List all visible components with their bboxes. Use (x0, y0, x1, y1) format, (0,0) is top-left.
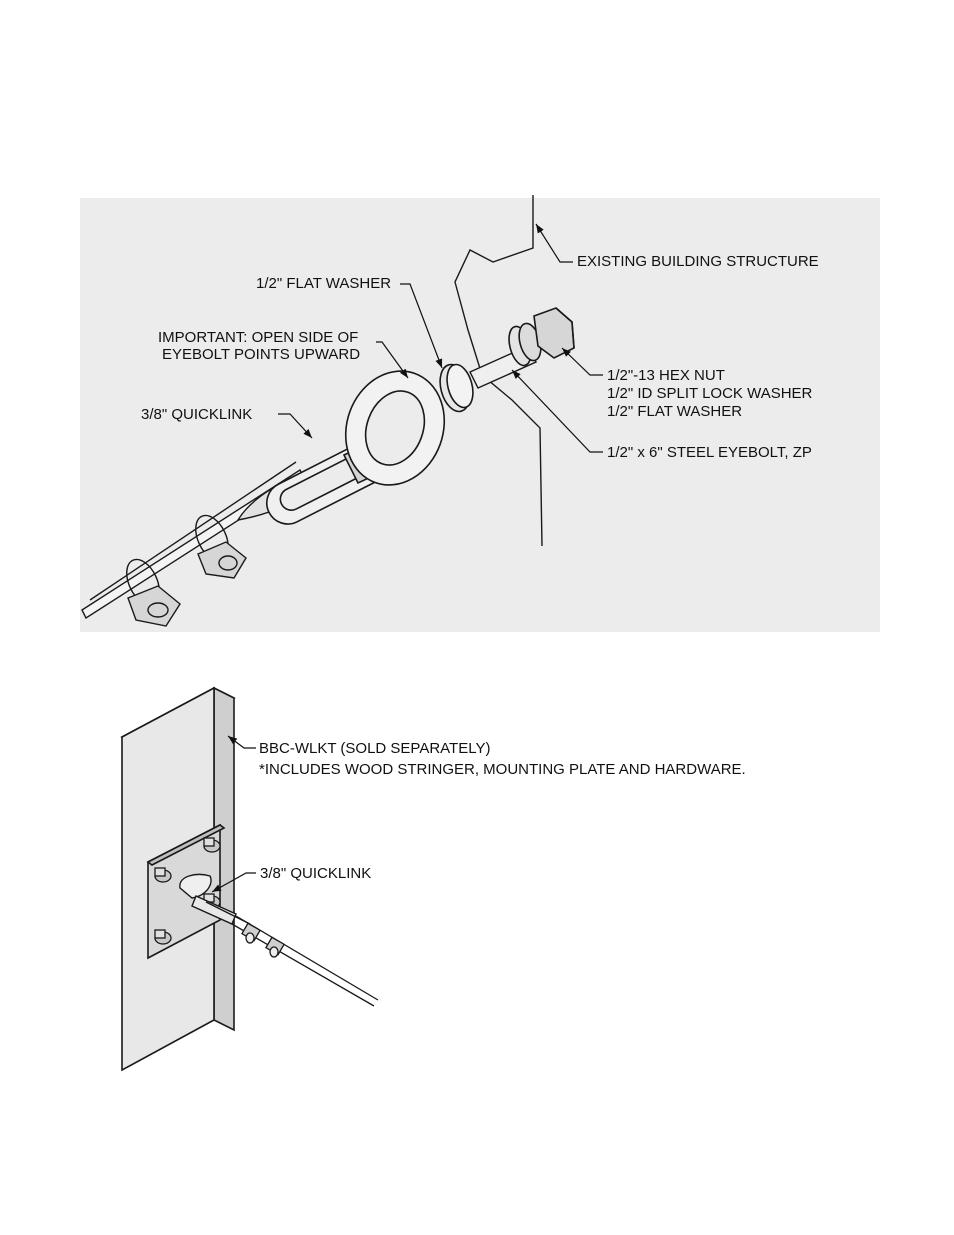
bottom-clip-1 (242, 923, 260, 943)
label-important-line1: IMPORTANT: OPEN SIDE OF (158, 329, 358, 346)
label-hex-nut: 1/2"-13 HEX NUT (607, 367, 725, 384)
label-important-line2: EYEBOLT POINTS UPWARD (162, 346, 360, 363)
label-existing-structure: EXISTING BUILDING STRUCTURE (577, 253, 819, 270)
label-flat-washer-right: 1/2" FLAT WASHER (607, 403, 742, 420)
bottom-clips (242, 923, 284, 957)
label-eyebolt: 1/2" x 6" STEEL EYEBOLT, ZP (607, 444, 812, 461)
label-kit-line1: BBC-WLKT (SOLD SEPARATELY) (259, 740, 490, 757)
label-quicklink-top: 3/8" QUICKLINK (141, 406, 252, 423)
label-flat-washer-top: 1/2" FLAT WASHER (256, 275, 391, 292)
top-detail: EXISTING BUILDING STRUCTURE 1/2" FLAT WA… (80, 195, 880, 632)
bottom-detail: BBC-WLKT (SOLD SEPARATELY) *INCLUDES WOO… (122, 688, 746, 1070)
label-quicklink-bottom: 3/8" QUICKLINK (260, 865, 371, 882)
bottom-clip-2 (266, 937, 284, 957)
label-kit-line2: *INCLUDES WOOD STRINGER, MOUNTING PLATE … (259, 761, 746, 778)
label-lock-washer: 1/2" ID SPLIT LOCK WASHER (607, 385, 813, 402)
